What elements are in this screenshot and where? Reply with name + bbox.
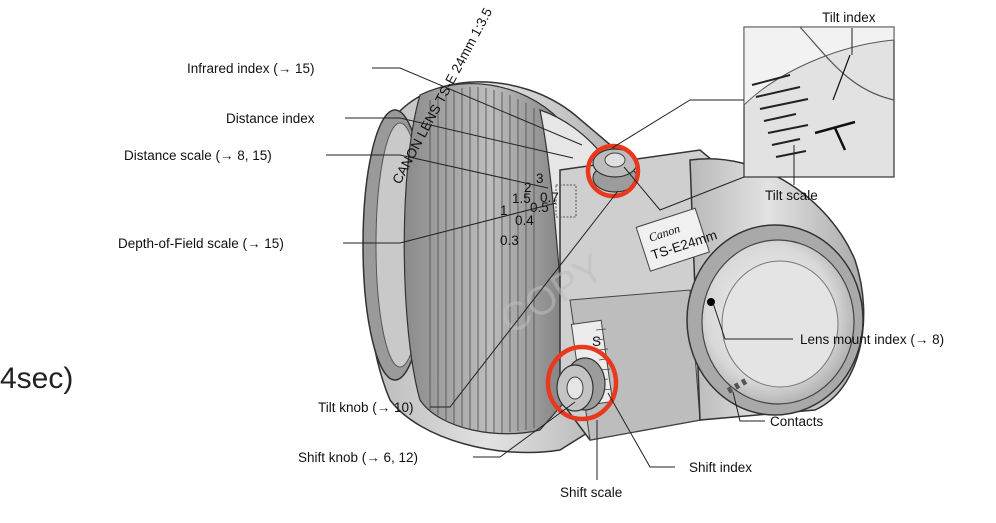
label-shift-scale: Shift scale xyxy=(560,485,622,500)
leader-lines xyxy=(326,28,853,480)
svg-text:0.7: 0.7 xyxy=(540,190,559,205)
cropped-text-fragment: 4sec) xyxy=(0,362,74,395)
shift-knob-highlight xyxy=(545,344,619,422)
svg-text:1: 1 xyxy=(500,203,508,218)
shift-knob xyxy=(556,357,606,412)
label-shift-knob: Shift knob (→ 6, 12) xyxy=(298,450,418,465)
label-infrared-index: Infrared index (→ 15) xyxy=(187,61,315,76)
distance-scale-digits: 11.5 23 0.30.4 0.50.7 xyxy=(500,171,559,248)
label-shift-index: Shift index xyxy=(689,460,752,475)
svg-text:0.3: 0.3 xyxy=(500,233,519,248)
label-tilt-index: Tilt index xyxy=(822,10,876,25)
contact-pins xyxy=(726,378,748,394)
label-distance-index: Distance index xyxy=(226,111,315,126)
label-dof-scale: Depth-of-Field scale (→ 15) xyxy=(118,236,284,251)
svg-text:3: 3 xyxy=(536,171,544,186)
lens-body: S Canon TS-E24mm CANON LENS TS-E 24mm 1:… xyxy=(362,5,865,454)
label-contacts: Contacts xyxy=(770,414,824,429)
label-distance-scale: Distance scale (→ 8, 15) xyxy=(124,148,272,163)
focus-ring-ribs xyxy=(429,87,535,433)
tilt-detail-inset xyxy=(743,26,895,178)
svg-text:0.4: 0.4 xyxy=(515,213,534,228)
tilt-knob-highlight xyxy=(585,143,641,199)
label-tilt-knob: Tilt knob (→ 10) xyxy=(318,400,414,415)
svg-text:2: 2 xyxy=(524,180,532,195)
label-lens-mount-index: Lens mount index (→ 8) xyxy=(800,332,944,347)
svg-text:1.5: 1.5 xyxy=(512,191,531,206)
tilt-scale-lines xyxy=(751,74,809,158)
label-tilt-scale: Tilt scale xyxy=(765,188,818,203)
shift-letter: S xyxy=(592,334,601,349)
